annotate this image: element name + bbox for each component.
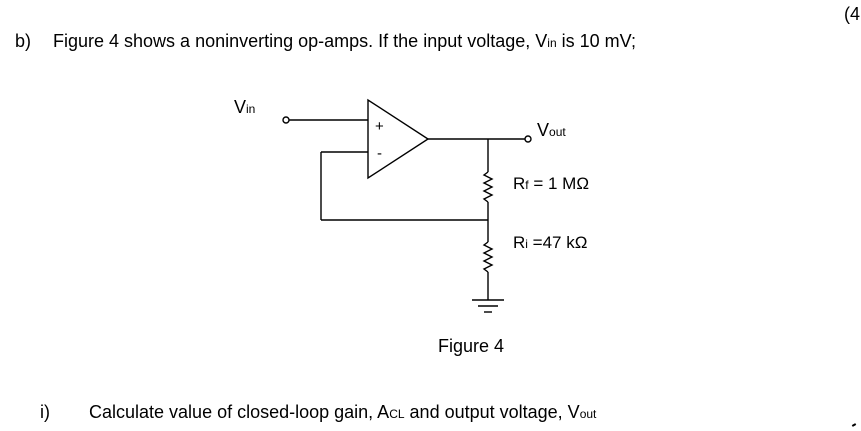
margin-mark: (4 xyxy=(844,4,861,24)
rf-resistor xyxy=(482,171,494,203)
subquestion-text: Calculate value of closed-loop gain, ACL… xyxy=(89,402,596,423)
vin-label-main: V xyxy=(234,97,247,117)
ri-resistor xyxy=(482,241,494,273)
question-text-sub: in xyxy=(547,36,557,50)
ri-label: Ri =47 kΩ xyxy=(513,233,587,253)
ri-label-main: R xyxy=(513,233,526,252)
subquestion-text-main: Calculate value of closed-loop gain, A xyxy=(89,402,390,422)
subquestion-text-sub2: out xyxy=(579,407,597,421)
question-text-main: Figure 4 shows a noninverting op-amps. I… xyxy=(53,31,548,51)
subquestion-text-sub: CL xyxy=(389,407,405,421)
minus-sign: - xyxy=(377,145,382,162)
subquestion-marker: i) xyxy=(40,402,50,422)
vin-label-sub: in xyxy=(246,102,256,116)
rf-label-sub: f xyxy=(525,178,529,192)
figure-caption: Figure 4 xyxy=(438,336,505,356)
vout-label-sub: out xyxy=(549,125,566,139)
vout-label: Vout xyxy=(537,120,566,141)
plus-sign: + xyxy=(375,118,384,135)
vin-label: Vin xyxy=(234,97,255,118)
rf-label: Rf = 1 MΩ xyxy=(513,174,589,194)
ri-label-sub: i xyxy=(525,237,528,251)
question-text-after: is 10 mV; xyxy=(556,31,636,51)
vout-label-main: V xyxy=(537,120,550,140)
question-marker: b) xyxy=(15,31,32,51)
ri-label-value: =47 kΩ xyxy=(527,233,588,252)
rf-label-main: R xyxy=(513,174,526,193)
question-text: Figure 4 shows a noninverting op-amps. I… xyxy=(53,31,636,52)
rf-label-value: = 1 MΩ xyxy=(528,174,590,193)
subquestion-text-mid: and output voltage, V xyxy=(404,402,580,422)
vout-terminal xyxy=(524,135,532,143)
op-amp-triangle xyxy=(367,98,430,180)
vin-terminal xyxy=(282,116,290,124)
